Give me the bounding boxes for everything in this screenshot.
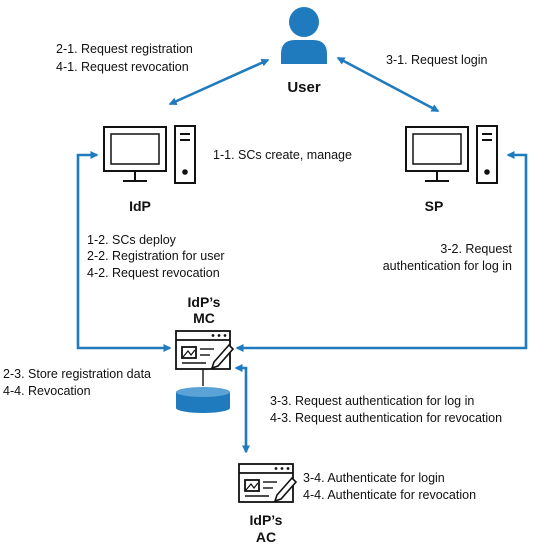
mc-ac-arrow	[234, 364, 250, 454]
idp-node: IdP	[103, 125, 196, 214]
idp-mc-node: IdP’s MC	[175, 294, 235, 413]
idp-mc-label-line1: IdP’s	[188, 294, 221, 310]
mc-db-label-1: 2-3. Store registration data	[3, 367, 151, 381]
idp-mc-arrow	[76, 151, 172, 352]
user-idp-arrow	[168, 58, 270, 106]
user-idp-label-2: 4-1. Request revocation	[56, 60, 189, 74]
mc-db-label-2: 4-4. Revocation	[3, 384, 91, 398]
mc-contract-icon	[175, 330, 235, 370]
user-sp-label: 3-1. Request login	[386, 53, 488, 67]
ac-self-label-2: 4-4. Authenticate for revocation	[303, 488, 476, 502]
sp-mc-arrow	[235, 151, 528, 352]
idp-mc-label-1: 1-2. SCs deploy	[87, 233, 177, 247]
idp-self-label: 1-1. SCs create, manage	[213, 148, 352, 162]
user-label: User	[287, 79, 321, 96]
sp-mc-label-2: authentication for log in	[383, 259, 512, 273]
sp-label: SP	[425, 198, 444, 214]
idp-ac-label-line1: IdP’s	[250, 512, 283, 528]
idp-mc-label-2: 2-2. Registration for user	[87, 249, 225, 263]
user-idp-label-1: 2-1. Request registration	[56, 42, 193, 56]
idp-label: IdP	[129, 198, 151, 214]
mc-ac-label-1: 3-3. Request authentication for log in	[270, 394, 474, 408]
ac-contract-icon	[238, 463, 298, 503]
idp-mc-label-3: 4-2. Request revocation	[87, 266, 220, 280]
idp-ac-node: IdP’s AC	[238, 463, 298, 545]
idp-mc-label-line2: MC	[193, 310, 215, 326]
user-node: User	[281, 7, 327, 96]
ac-self-label-1: 3-4. Authenticate for login	[303, 471, 445, 485]
idp-ac-label-line2: AC	[256, 529, 276, 545]
database-icon	[176, 387, 230, 413]
user-sp-arrow	[336, 56, 440, 113]
mc-ac-label-2: 4-3. Request authentication for revocati…	[270, 411, 502, 425]
sp-node: SP	[405, 125, 498, 214]
edge-labels: 2-1. Request registration 4-1. Request r…	[3, 42, 513, 502]
idp-computer-icon	[103, 125, 196, 184]
arrows	[76, 56, 528, 454]
user-icon	[281, 7, 327, 64]
sp-mc-label-1: 3-2. Request	[440, 242, 512, 256]
sp-computer-icon	[405, 125, 498, 184]
